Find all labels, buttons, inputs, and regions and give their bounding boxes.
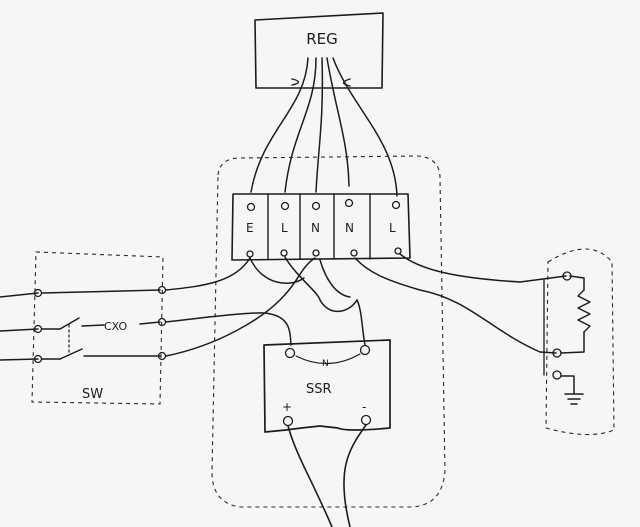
switch-inline-mark: CXO: [104, 320, 128, 333]
ssr-minus-label: -: [362, 400, 366, 414]
switch-wires: [165, 257, 316, 357]
regulator-box: REG: [254, 12, 384, 89]
ssr-ac-label: N: [322, 359, 329, 369]
load-box: [519, 248, 615, 436]
internal-wires: [249, 253, 541, 353]
ssr-label: SSR: [306, 382, 332, 397]
regulator-label: REG: [306, 30, 338, 48]
terminal-label-5: L: [389, 221, 396, 235]
terminal-label-3: N: [311, 221, 320, 235]
terminal-label-4: N: [345, 221, 354, 235]
ssr-module: N SSR + -: [263, 339, 391, 433]
terminal-block: E L N N L: [231, 193, 411, 261]
switch-box: SW CXO: [0, 251, 167, 405]
terminal-label-1: E: [246, 221, 254, 235]
regulator-wires: [250, 57, 398, 197]
enclosure-outline: [211, 155, 446, 508]
ssr-plus-label: +: [282, 400, 292, 414]
switch-label: SW: [82, 387, 103, 402]
ssr-control-leads: [287, 424, 367, 527]
terminal-label-2: L: [281, 221, 288, 235]
